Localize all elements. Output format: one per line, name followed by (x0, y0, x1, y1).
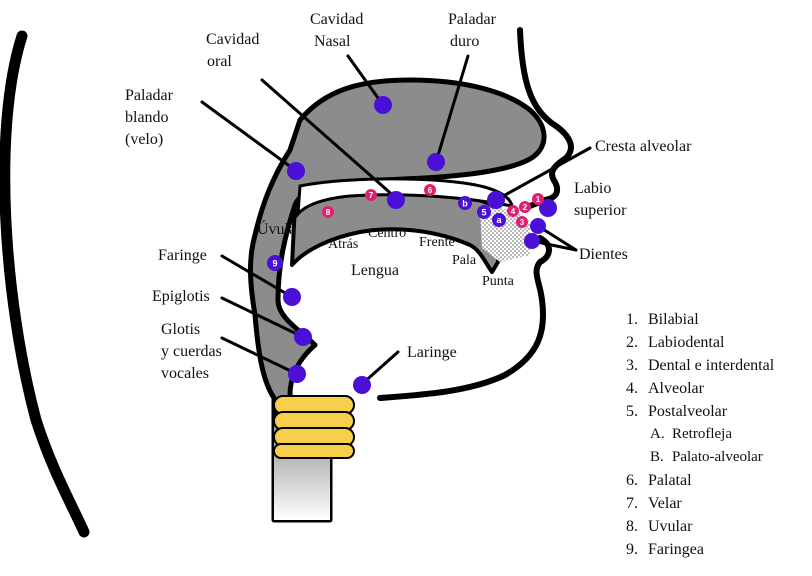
label-atras: Atrás (328, 237, 358, 252)
marker-7-label: 7 (369, 191, 374, 200)
head-back-outline (5, 36, 84, 532)
label-cavidad-oral-1: Cavidad (206, 31, 259, 48)
marker-2-label: 2 (523, 203, 528, 212)
marker-1-label: 1 (536, 195, 541, 204)
marker-b-label: b (462, 199, 468, 209)
dot-dientes-lower (524, 233, 540, 249)
label-faringe: Faringe (158, 247, 207, 264)
legend-item: 9.Faringea (626, 538, 812, 561)
legend-subitem: A.Retrofleja (626, 423, 812, 446)
label-dientes: Dientes (579, 246, 628, 263)
label-paladar-duro-1: Paladar (448, 11, 497, 28)
articulation-legend: 1.Bilabial 2.Labiodental 3.Dental e inte… (626, 308, 812, 561)
dot-faringe (283, 288, 301, 306)
marker-6-label: 6 (428, 186, 433, 195)
legend-item: 7.Velar (626, 492, 812, 515)
label-glotis-3: vocales (161, 365, 209, 382)
legend-subitem: B.Palato-alveolar (626, 446, 812, 469)
label-punta: Punta (482, 274, 515, 289)
dot-cresta-alveolar (487, 191, 505, 209)
legend-item: 2.Labiodental (626, 331, 812, 354)
marker-3-label: 3 (520, 218, 525, 227)
marker-9-label: 9 (272, 259, 277, 269)
label-cavidad-oral-2: oral (207, 53, 232, 70)
label-uvula: Úvula (257, 219, 296, 238)
label-lengua: Lengua (351, 262, 399, 279)
label-cavidad-nasal-2: Nasal (314, 33, 351, 50)
legend-item: 6.Palatal (626, 469, 812, 492)
legend-item: 5.Postalveolar (626, 400, 812, 423)
label-paladar-duro-2: duro (450, 33, 479, 50)
dot-cavidad-nasal (374, 96, 392, 114)
dot-dientes-upper (530, 218, 546, 234)
label-laringe: Laringe (407, 344, 457, 361)
legend-item: 1.Bilabial (626, 308, 812, 331)
label-cavidad-nasal-1: Cavidad (310, 11, 363, 28)
legend-item: 3.Dental e interdental (626, 354, 812, 377)
label-labio-superior-1: Labio (574, 180, 611, 197)
label-pala: Pala (452, 253, 477, 268)
label-glotis-2: y cuerdas (161, 343, 222, 360)
legend-item: 8.Uvular (626, 515, 812, 538)
dot-epiglotis (294, 328, 312, 346)
label-labio-superior-2: superior (574, 202, 627, 219)
marker-5-label: 5 (481, 208, 486, 218)
label-paladar-blando-2: blando (125, 109, 169, 126)
trachea-rings (274, 396, 354, 458)
label-paladar-blando-3: (velo) (125, 131, 163, 148)
marker-4-label: 4 (511, 207, 516, 216)
label-centro: Centro (368, 226, 406, 241)
dot-paladar-blando (287, 162, 305, 180)
label-frente: Frente (419, 235, 455, 250)
label-epiglotis: Epiglotis (152, 288, 210, 305)
dot-cavidad-oral (387, 191, 405, 209)
label-cresta-alveolar: Cresta alveolar (595, 138, 692, 155)
marker-8-label: 8 (326, 208, 331, 217)
dot-glotis (288, 365, 306, 383)
dot-laringe (353, 376, 371, 394)
label-paladar-blando-1: Paladar (125, 87, 174, 104)
label-glotis-1: Glotis (161, 321, 200, 338)
dot-paladar-duro (427, 153, 445, 171)
legend-item: 4.Alveolar (626, 377, 812, 400)
